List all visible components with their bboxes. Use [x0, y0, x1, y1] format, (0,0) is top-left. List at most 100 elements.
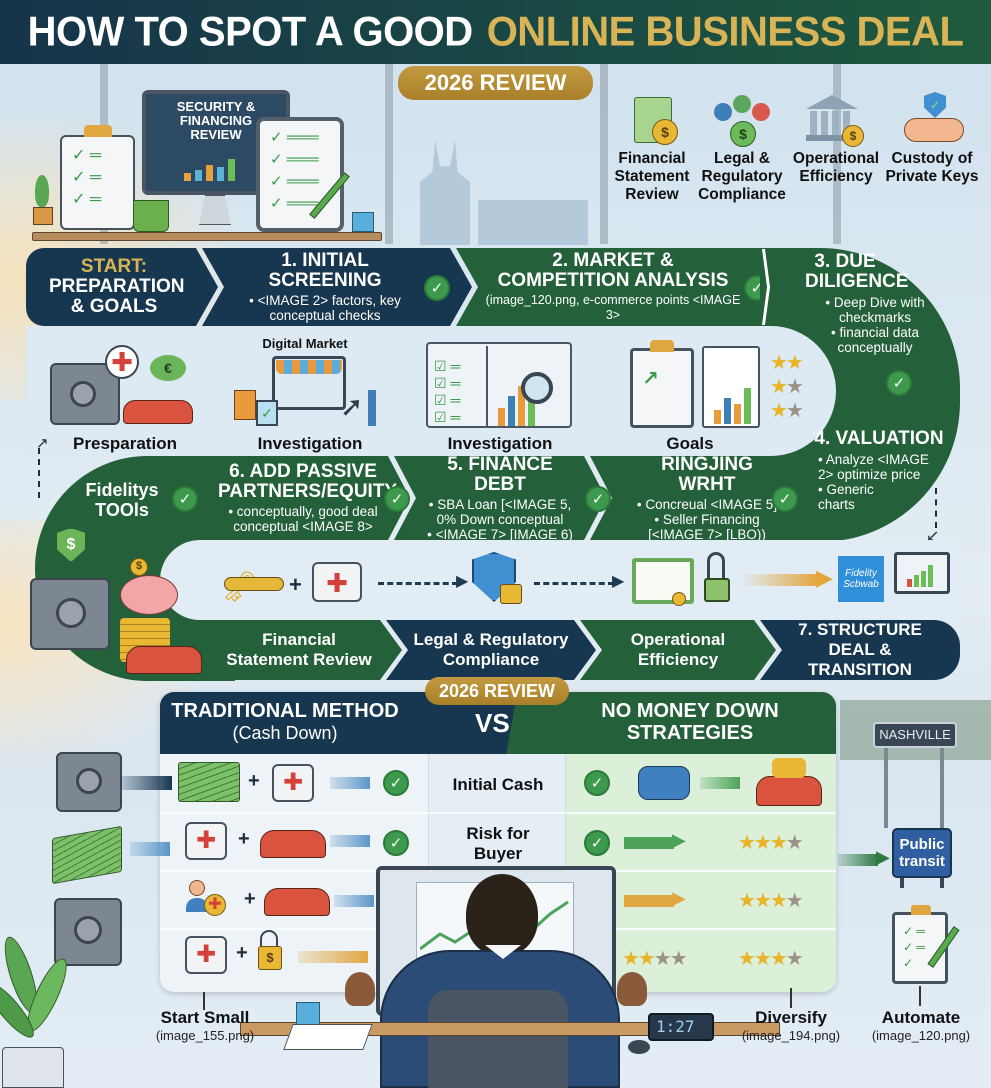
criteria-label: Risk for Buyer: [466, 824, 530, 863]
unlocked-padlock-icon: [704, 552, 730, 606]
step-subtitle: • <IMAGE 2> factors, key conceptual chec…: [249, 293, 401, 323]
digital-market-icon: ✓ ➚: [232, 350, 382, 430]
illustration-label: Investigation: [257, 434, 363, 453]
monitor-chart-icon: [894, 552, 950, 594]
safe-icon: [54, 898, 122, 966]
rating-stars: ★★★★: [622, 948, 688, 970]
skyline-building: [420, 140, 470, 245]
plus-icon: +: [289, 572, 302, 597]
arrow-head-icon: ▶: [672, 830, 686, 850]
bar-chart-icon: [184, 155, 235, 181]
step-structure-deal[interactable]: 7. STRUCTURE DEAL & TRANSITION: [760, 620, 960, 680]
footer-title: Start Small: [160, 1008, 250, 1027]
left-subtitle: (Cash Down): [232, 723, 338, 743]
dashed-arrow-icon: [38, 448, 40, 498]
safe-icon: [30, 578, 110, 650]
arrow-right-icon: [334, 895, 374, 907]
financial-document-icon: $: [628, 95, 678, 145]
check-icon: ✓: [584, 830, 610, 856]
check-icon: ✓: [384, 486, 410, 512]
step-legal-compliance[interactable]: Legal & Regulatory Compliance: [386, 620, 596, 680]
rating-stars: ★★★★: [738, 948, 804, 970]
step-operational-efficiency[interactable]: Operational Efficiency: [580, 620, 776, 680]
step-due-diligence[interactable]: 3. DUE DILIGENCE • Deep Dive with checkm…: [805, 252, 945, 356]
footer-diversify: Diversify (image_194.png): [736, 1008, 846, 1043]
arrow-right-icon: ▶: [612, 573, 625, 590]
step-title: Operational Efficiency: [630, 630, 726, 669]
footer-title: Automate: [881, 1008, 961, 1027]
top-icon-label: Financial Statement Review: [614, 150, 690, 203]
step-ringing[interactable]: RINGJING WRHT • Concreual <IMAGE 5] • Se…: [590, 456, 810, 540]
left-title: TRADITIONAL METHOD: [171, 700, 399, 722]
start-label: START:: [80, 256, 148, 277]
illustration-label: Presparation: [73, 434, 177, 453]
window-pillar: [385, 64, 393, 244]
check-icon: ✓: [585, 486, 611, 512]
first-aid-kit-icon: ✚: [312, 562, 362, 602]
step-title: 4. VALUATION: [814, 428, 944, 449]
step-start[interactable]: START: PREPARATION & GOALS: [26, 248, 218, 326]
safe-car-icon: ✚ €: [45, 345, 195, 430]
footer-file: (image_120.png): [871, 1028, 971, 1043]
pencil-cup-icon: [296, 1002, 320, 1026]
footer-file: (image_155.png): [155, 1028, 255, 1043]
rating-stars: ★★★★★★: [770, 352, 804, 422]
step-title: 7. STRUCTURE DEAL & TRANSITION: [798, 620, 922, 679]
criteria-label: Initial Cash: [452, 775, 544, 794]
connector-line: [919, 986, 921, 1006]
step-subtitle: • Deep Dive with checkmarks: [825, 295, 925, 325]
step-add-partners[interactable]: 6. ADD PASSIVE PARTNERS/EQUITY • concept…: [196, 456, 410, 540]
arrow-right-icon: [330, 777, 370, 789]
step-subtitle: • conceptually, good deal conceptual <IM…: [228, 504, 378, 534]
first-aid-kit-icon: ✚: [185, 822, 227, 860]
arrow-right-icon: [624, 837, 674, 849]
check-icon: ✓: [424, 275, 450, 301]
step-subtitle: • Seller Financing [<IMAGE 7> [LBO)): [648, 511, 766, 542]
illustration-label: Goals: [666, 434, 714, 453]
step-valuation[interactable]: 4. VALUATION • Analyze <IMAGE 2> optimiz…: [804, 428, 954, 512]
arrow-right-icon: [742, 574, 818, 586]
skyline-building: [478, 200, 588, 245]
plant-icon: [30, 175, 55, 230]
arrow-right-icon: [838, 854, 878, 866]
dashed-arrow-icon: [935, 488, 937, 528]
top-icon-label: Custody of Private Keys: [885, 150, 979, 185]
arrow-head-icon: ▶: [876, 847, 890, 867]
arrow-right-icon: [298, 951, 368, 963]
brand-logo: Fidelity Scbwab: [838, 556, 884, 602]
step-title: 1. INITIAL SCREENING: [268, 250, 382, 291]
step-subtitle: (image_120.png, e-commerce points <IMAGE…: [485, 293, 741, 322]
handshake-shield-icon: ✓: [900, 92, 968, 148]
connector-line: [203, 992, 205, 1010]
monitor-title: SECURITY & FINANCING REVIEW: [176, 99, 256, 142]
hand-icon: [617, 972, 647, 1006]
step-finance-debt[interactable]: 5. FINANCE DEBT • SBA Loan [<IMAGE 5, 0%…: [394, 456, 606, 540]
step-subtitle: • Generic charts: [818, 482, 874, 512]
public-transit-sign: Public transit: [892, 828, 952, 878]
vs-label: VS: [475, 708, 510, 738]
step-title: Legal & Regulatory Compliance: [413, 630, 569, 669]
first-aid-kit-icon: ✚: [272, 764, 314, 802]
arrow-right-icon: [122, 776, 172, 790]
review-badge-middle: 2026 REVIEW: [425, 677, 569, 705]
step-subtitle: • <IMAGE 7> [IMAGE 6): [427, 526, 573, 542]
step-subtitle: • Analyze <IMAGE 2> optimize price: [818, 452, 929, 482]
coins-icon: [772, 758, 806, 778]
arrow-right-icon: [330, 835, 370, 847]
step-title: 2. MARKET & COMPETITION ANALYSIS: [497, 250, 729, 291]
mug-icon: [133, 200, 169, 232]
top-icon-label: Operational Efficiency: [792, 150, 880, 185]
step-subtitle: • financial data conceptually: [830, 325, 920, 355]
desk: [240, 1022, 780, 1036]
check-icon: ✓: [383, 770, 409, 796]
car-icon: [756, 776, 822, 806]
digital-clock: 1:27: [648, 1013, 714, 1041]
plus-icon: +: [244, 888, 256, 910]
cash-stack-icon: [52, 825, 122, 885]
car-icon: [260, 830, 326, 858]
step-title: RINGJING WRHT: [661, 453, 753, 495]
step-financial-statement[interactable]: Financial Statement Review: [196, 620, 402, 680]
step-market-analysis[interactable]: 2. MARKET & COMPETITION ANALYSIS (image_…: [456, 248, 784, 326]
notepad-icon: [283, 1024, 373, 1050]
review-badge-top: 2026 REVIEW: [398, 66, 593, 100]
